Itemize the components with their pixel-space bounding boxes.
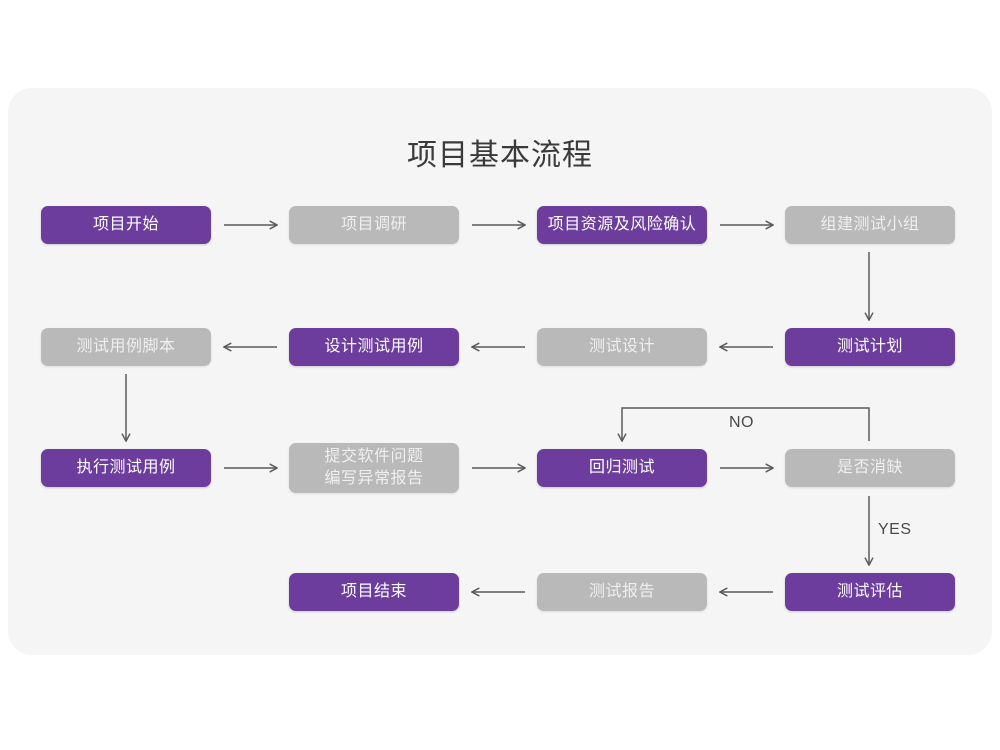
node-test-evaluation[interactable]: 测试评估 — [785, 573, 955, 611]
node-project-research[interactable]: 项目调研 — [289, 206, 459, 244]
node-test-design[interactable]: 测试设计 — [537, 328, 707, 366]
node-test-plan[interactable]: 测试计划 — [785, 328, 955, 366]
node-test-report[interactable]: 测试报告 — [537, 573, 707, 611]
node-defects-cleared-decision[interactable]: 是否消缺 — [785, 449, 955, 487]
flowchart-card — [8, 88, 992, 655]
node-project-start[interactable]: 项目开始 — [41, 206, 211, 244]
node-submit-issues-report[interactable]: 提交软件问题 编写异常报告 — [289, 443, 459, 493]
node-design-test-cases[interactable]: 设计测试用例 — [289, 328, 459, 366]
node-build-test-team[interactable]: 组建测试小组 — [785, 206, 955, 244]
page-title: 项目基本流程 — [407, 139, 593, 172]
node-execute-test-cases[interactable]: 执行测试用例 — [41, 449, 211, 487]
edge-label-yes: YES — [878, 521, 912, 538]
node-regression-test[interactable]: 回归测试 — [537, 449, 707, 487]
edge-label-no: NO — [729, 414, 754, 431]
node-project-end[interactable]: 项目结束 — [289, 573, 459, 611]
node-resource-risk-confirm[interactable]: 项目资源及风险确认 — [537, 206, 707, 244]
node-test-case-scripts[interactable]: 测试用例脚本 — [41, 328, 211, 366]
